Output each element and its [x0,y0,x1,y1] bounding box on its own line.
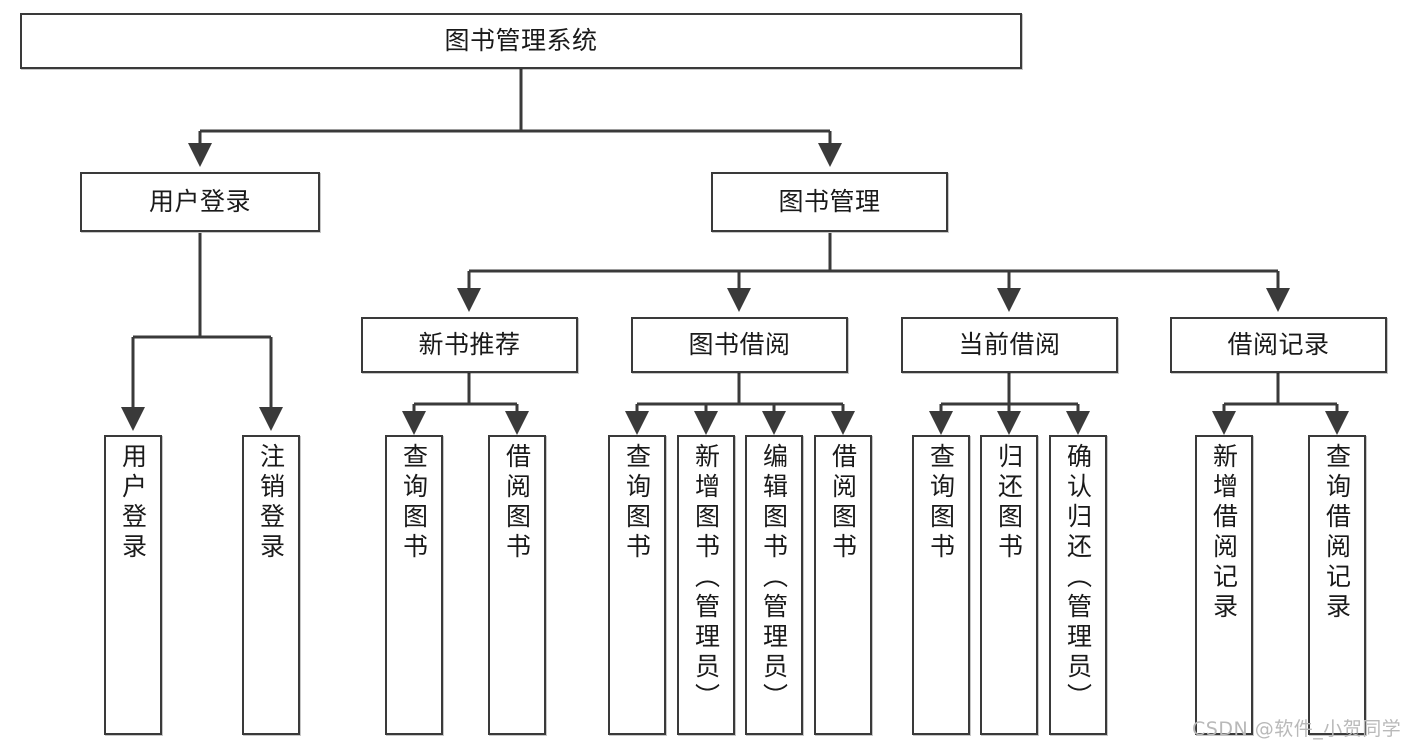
node-book-manage-label: 图书管理 [778,186,881,216]
node-borrow-record[interactable]: 借阅记录 [1170,317,1387,373]
node-user-login-label: 用户登录 [148,186,251,216]
node-leaf-borrow-book-1[interactable]: 借阅图书 [488,435,546,735]
node-root-label: 图书管理系统 [444,25,598,55]
node-leaf-logout-label: 注销登录 [256,443,286,563]
node-leaf-query-book-2[interactable]: 查询图书 [608,435,666,735]
node-leaf-query-record-label: 查询借阅记录 [1322,443,1352,623]
node-borrow-record-label: 借阅记录 [1227,329,1330,359]
node-leaf-query-book-2-label: 查询图书 [622,443,652,563]
node-leaf-borrow-book-2-label: 借阅图书 [828,443,858,563]
node-leaf-add-book[interactable]: 新增图书（管理员） [677,435,735,735]
node-user-login[interactable]: 用户登录 [80,172,320,232]
node-leaf-borrow-book-2[interactable]: 借阅图书 [814,435,872,735]
node-leaf-confirm-return[interactable]: 确认归还（管理员） [1049,435,1107,735]
node-leaf-logout[interactable]: 注销登录 [242,435,300,735]
node-book-manage[interactable]: 图书管理 [711,172,948,232]
node-leaf-user-login-label: 用户登录 [118,443,148,563]
node-book-borrow[interactable]: 图书借阅 [631,317,848,373]
node-leaf-borrow-book-1-label: 借阅图书 [502,443,532,563]
node-leaf-query-book-1[interactable]: 查询图书 [385,435,443,735]
node-leaf-return-book[interactable]: 归还图书 [980,435,1038,735]
node-leaf-query-record[interactable]: 查询借阅记录 [1308,435,1366,735]
node-book-borrow-label: 图书借阅 [688,329,791,359]
node-leaf-user-login[interactable]: 用户登录 [104,435,162,735]
node-leaf-edit-book[interactable]: 编辑图书（管理员） [745,435,803,735]
csdn-watermark: CSDN @软件_小贺同学 [1192,718,1402,740]
node-leaf-return-book-label: 归还图书 [994,443,1024,563]
node-new-book-rec[interactable]: 新书推荐 [361,317,578,373]
node-current-borrow-label: 当前借阅 [958,329,1061,359]
node-leaf-add-record[interactable]: 新增借阅记录 [1195,435,1253,735]
node-leaf-confirm-return-label: 确认归还（管理员） [1063,443,1093,713]
node-leaf-edit-book-label: 编辑图书（管理员） [759,443,789,713]
node-leaf-add-book-label: 新增图书（管理员） [691,443,721,713]
node-leaf-query-book-3[interactable]: 查询图书 [912,435,970,735]
node-leaf-query-book-1-label: 查询图书 [399,443,429,563]
node-new-book-rec-label: 新书推荐 [418,329,521,359]
node-root[interactable]: 图书管理系统 [20,13,1022,69]
node-current-borrow[interactable]: 当前借阅 [901,317,1118,373]
node-leaf-add-record-label: 新增借阅记录 [1209,443,1239,623]
node-leaf-query-book-3-label: 查询图书 [926,443,956,563]
